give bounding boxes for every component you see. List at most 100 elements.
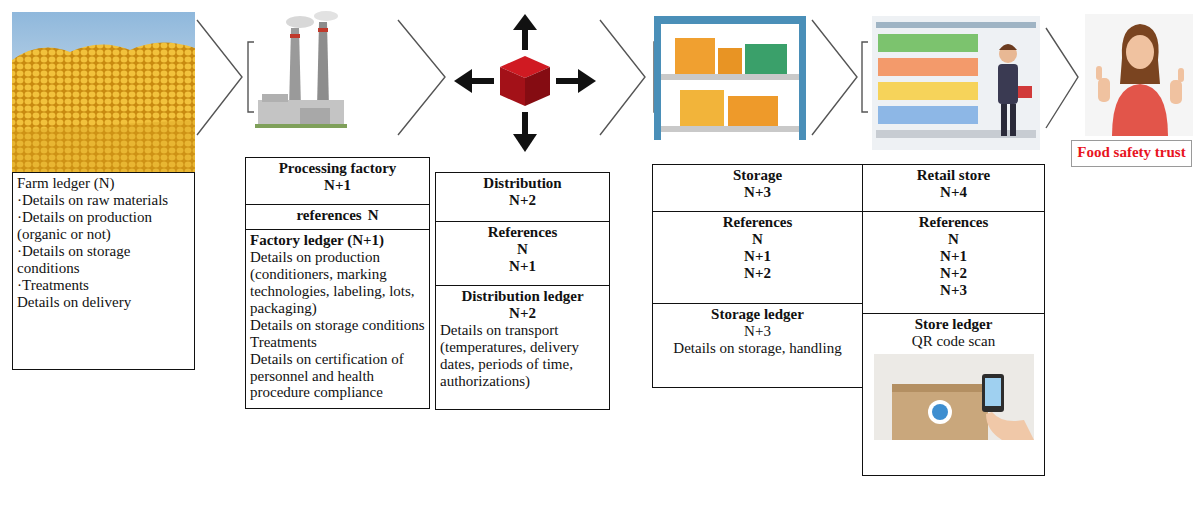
heading-text: N — [440, 241, 605, 258]
heading-text: N+1 — [867, 248, 1040, 265]
body-text: Details on certification of personnel an… — [250, 351, 425, 402]
corn-field-part — [12, 12, 195, 172]
distribution-icon — [454, 14, 596, 152]
retail-store-scene-part — [878, 82, 978, 100]
ledger-box: Distribution ledgerN+2Details on transpo… — [435, 285, 610, 410]
heading-text: N+3 — [867, 282, 1040, 299]
chevron-arrows-part — [248, 42, 254, 112]
body-text: ·Details on production (organic or not) — [17, 209, 190, 243]
factory-icon-part — [317, 22, 329, 108]
body-text: Details on delivery — [17, 294, 190, 311]
heading-text: Distribution ledger — [440, 288, 605, 305]
storage-shelf-part — [680, 90, 724, 126]
body-text: Details on transport (temperatures, deli… — [440, 322, 605, 390]
heading-text: N+1 — [657, 248, 858, 265]
customer-figure — [1085, 14, 1193, 136]
qr-scan-picture-part — [985, 378, 1001, 406]
storage-shelf-part — [728, 96, 778, 126]
factory-icon-part — [289, 28, 301, 108]
storage-shelf-part — [799, 16, 806, 140]
storage-shelf-part — [661, 74, 799, 80]
retail-store-scene-part — [1018, 86, 1032, 98]
retail-store-scene-part — [998, 64, 1018, 104]
distribution-icon-part — [470, 78, 494, 84]
customer-figure-part — [1120, 24, 1160, 84]
factory-icon-part — [255, 124, 347, 128]
heading-text: N — [368, 207, 379, 224]
body-text: ·Details on raw materials — [17, 192, 190, 209]
heading-text: N+3 — [657, 184, 858, 201]
heading-text: N+1 — [250, 177, 425, 194]
chevron-arrows-part — [812, 20, 857, 135]
heading-text: References — [867, 214, 1040, 231]
stage-box: DistributionN+2 — [435, 172, 610, 222]
retail-store-scene — [872, 16, 1040, 150]
chevron-arrows-part — [197, 20, 242, 135]
heading-text: Storage ledger — [657, 306, 858, 323]
heading-text: References — [440, 224, 605, 241]
corn-field-part — [12, 120, 195, 172]
qr-scan-picture-part — [982, 374, 1004, 412]
qr-scan-picture-part — [892, 384, 988, 440]
ledger-box: Storage ledgerN+3Details on storage, han… — [652, 303, 863, 388]
farm-ledger-box: Farm ledger (N)·Details on raw materials… — [12, 172, 195, 370]
references-box: ReferencesNN+1N+2 — [652, 211, 863, 304]
retail-store-scene-part — [876, 22, 1036, 28]
distribution-icon-part — [525, 67, 550, 106]
trust-box: Food safety trust — [1071, 140, 1192, 167]
retail-store-scene-part — [878, 58, 978, 76]
body-text: Farm ledger (N) — [17, 175, 190, 192]
distribution-icon-part — [454, 69, 472, 93]
retail-store-scene-part — [1001, 104, 1007, 136]
retail-store-scene-part — [999, 44, 1017, 50]
references-box: ReferencesNN+1 — [435, 221, 610, 286]
stage-box: StorageN+3 — [652, 164, 863, 212]
storage-shelf-part — [745, 44, 787, 74]
factory-icon-part — [262, 94, 288, 102]
corn-field — [12, 12, 195, 172]
factory-icon-part — [286, 16, 314, 28]
stage-box: Processing factoryN+1 — [245, 157, 430, 205]
distribution-icon-part — [513, 134, 537, 152]
customer-figure-part — [1096, 66, 1102, 80]
factory-icon-part — [258, 100, 344, 124]
references-box: ReferencesNN+1N+2N+3 — [862, 211, 1045, 314]
qr-scan-picture-part — [892, 384, 988, 392]
heading-text: N+2 — [867, 265, 1040, 282]
chevron-arrows-part — [862, 42, 868, 112]
distribution-icon-part — [578, 69, 596, 93]
factory-icon — [255, 11, 347, 128]
stage-box: Retail storeN+4 — [862, 164, 1045, 212]
qr-scan-picture-part — [928, 400, 952, 424]
storage-shelf-part — [654, 16, 806, 24]
retail-store-scene-part — [878, 106, 978, 124]
heading-text: Store ledger — [867, 316, 1040, 333]
storage-shelf — [654, 16, 806, 140]
storage-shelf-part — [675, 38, 715, 74]
distribution-icon-part — [556, 78, 580, 84]
customer-figure-part — [1112, 84, 1168, 136]
factory-icon-part — [290, 34, 300, 38]
qr-scan-picture-part — [932, 404, 948, 420]
heading-text: References — [657, 214, 858, 231]
qr-scan-picture — [874, 354, 1034, 440]
customer-figure-part — [1126, 35, 1154, 69]
retail-store-scene-part — [999, 45, 1017, 63]
corn-field-part — [12, 42, 195, 172]
heading-text: N+2 — [440, 305, 605, 322]
heading-text: Factory ledger (N+1) — [250, 232, 425, 249]
storage-shelf-part — [718, 48, 742, 74]
factory-icon-part — [300, 108, 330, 124]
body-text: Details on storage conditions — [250, 317, 425, 334]
distribution-icon-part — [500, 67, 525, 106]
body-text: Treatments — [250, 334, 425, 351]
body-text: Details on production (conditioners, mar… — [250, 249, 425, 317]
body-text: ·Details on storage conditions — [17, 243, 190, 277]
chevron-arrows-part — [1046, 28, 1078, 128]
heading-text: Food safety trust — [1076, 144, 1187, 161]
retail-store-scene-part — [1010, 104, 1016, 136]
body-text: N+3 — [657, 323, 858, 340]
body-text: ·Treatments — [17, 277, 190, 294]
heading-text: Retail store — [867, 167, 1040, 184]
qr-scan-picture-part — [874, 354, 1034, 440]
